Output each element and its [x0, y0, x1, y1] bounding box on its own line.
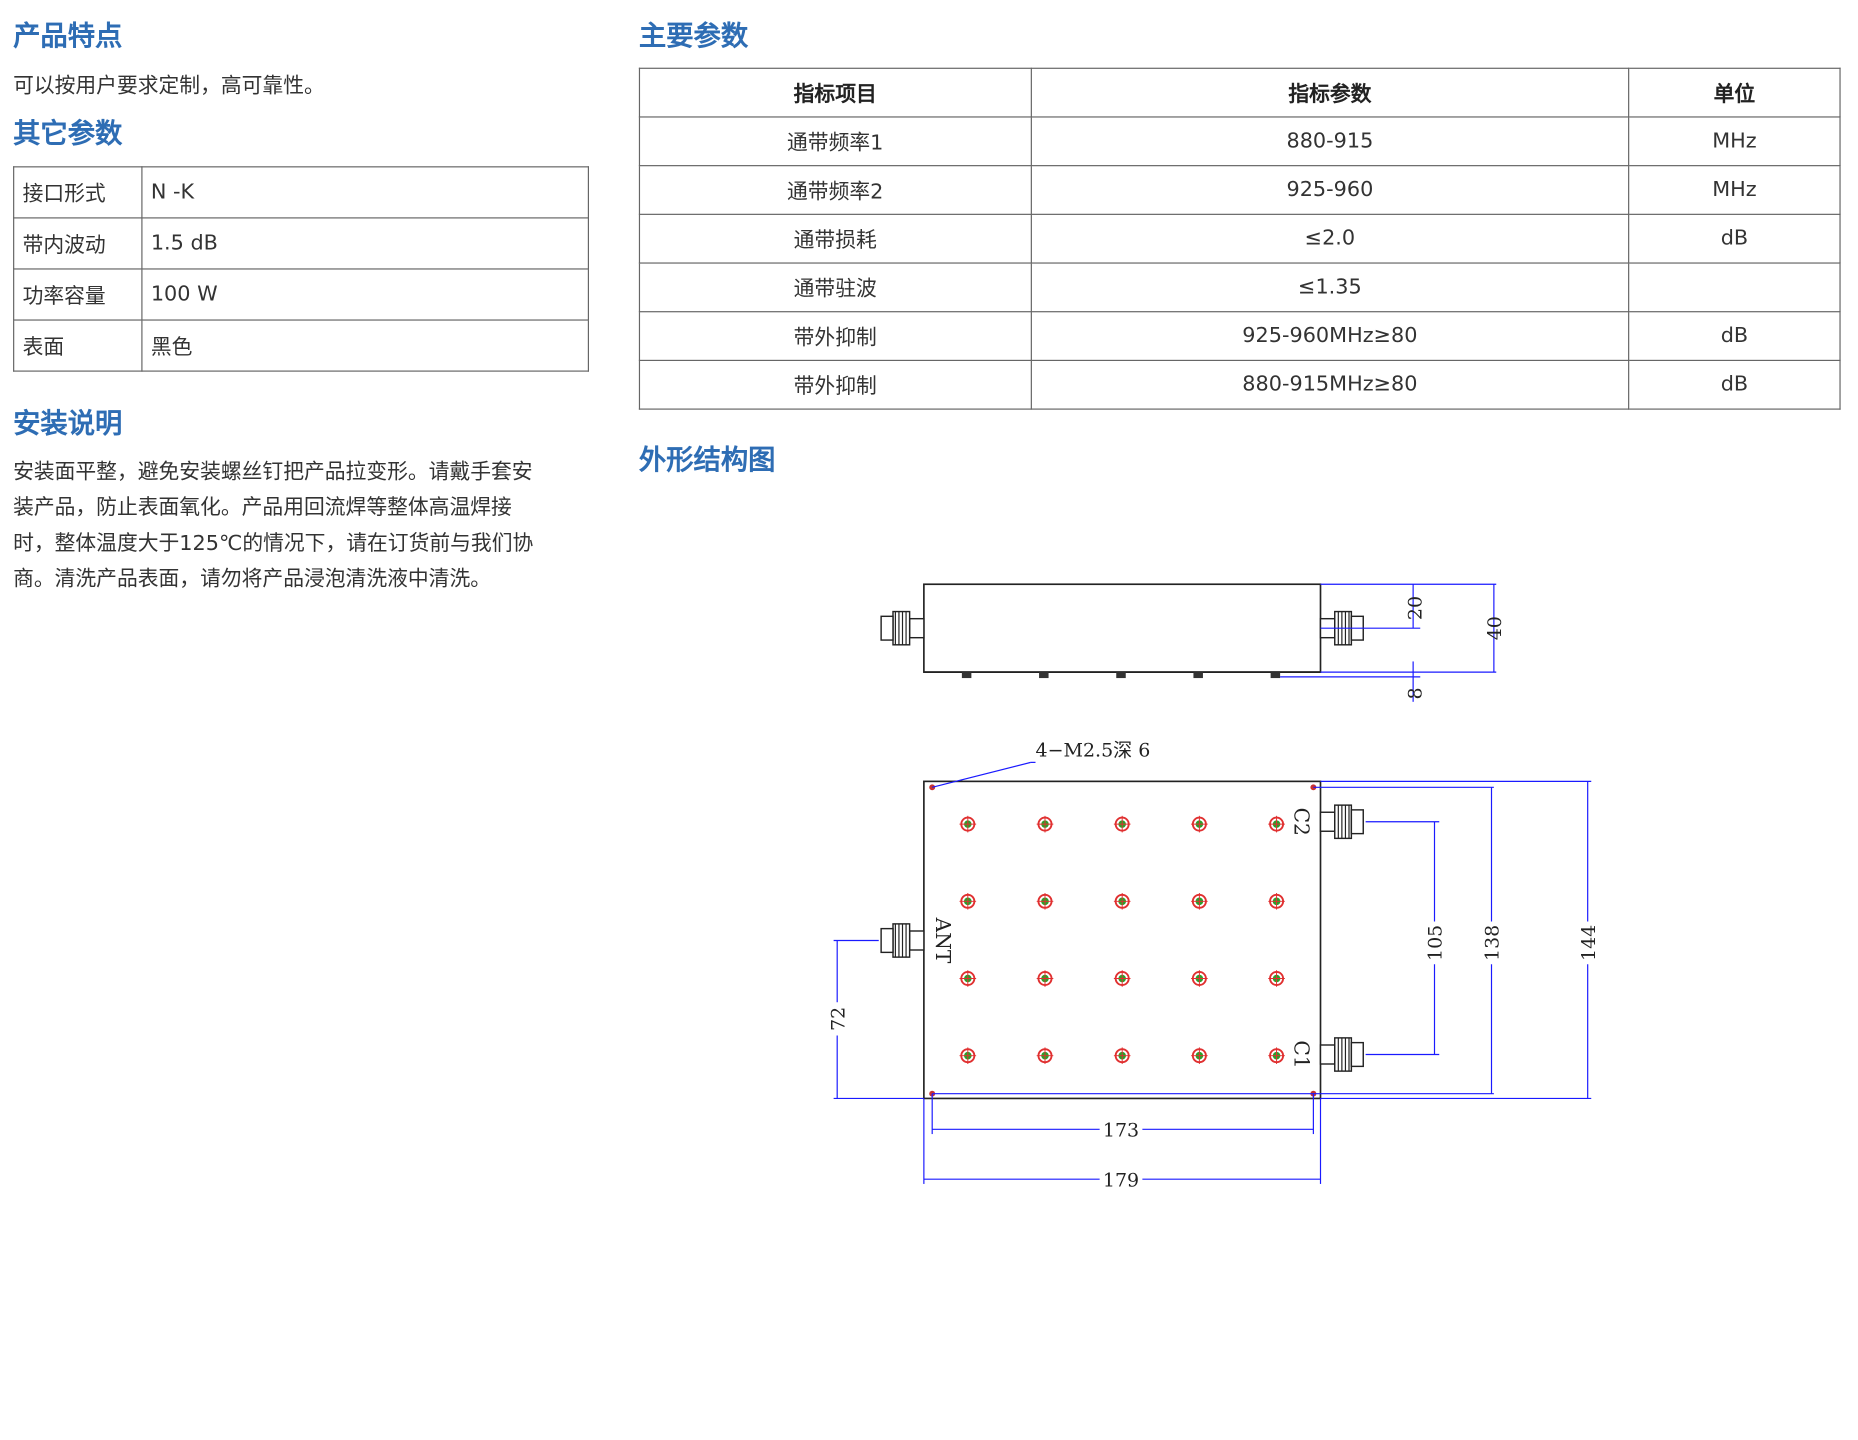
dim-8-label: 8	[1404, 687, 1426, 699]
dim-138-label: 138	[1482, 925, 1504, 961]
install-text: 安装面平整，避免安装螺丝钉把产品拉变形。请戴手套安 装产品，防止表面氧化。产品用…	[13, 455, 533, 598]
features-text: 可以按用户要求定制，高可靠性。	[13, 74, 325, 99]
cell-item: 通带驻波	[638, 262, 1032, 313]
dim-173-label: 173	[1103, 1119, 1139, 1141]
cell-unit: MHz	[1628, 116, 1841, 167]
other-params-table: 接口形式 N -K 带内波动 1.5 dB 功率容量 100 W 表面 黑色	[13, 166, 589, 372]
install-line: 装产品，防止表面氧化。产品用回流焊等整体高温焊接	[13, 496, 512, 521]
table-row: 带外抑制 880-915MHz≥80 dB	[638, 359, 1841, 410]
dim-105-label: 105	[1425, 925, 1447, 961]
side-body	[923, 583, 1322, 673]
cell-unit: dB	[1628, 359, 1841, 410]
cell-param: 925-960	[1030, 165, 1630, 215]
outline-title: 外形结构图	[638, 445, 776, 477]
cell-unit: dB	[1628, 213, 1841, 264]
cell-unit: MHz	[1628, 165, 1841, 215]
top-view: 4−M2.5深 6 ANT C2 C1	[822, 739, 1602, 1193]
c2-connector	[1319, 804, 1364, 840]
side-left-connector	[880, 610, 925, 646]
table-row: 通带频率2 925-960 MHz	[638, 165, 1841, 215]
cell-item: 通带损耗	[638, 213, 1032, 264]
table-row: 带外抑制 925-960MHz≥80 dB	[638, 311, 1841, 361]
table-header-row: 指标项目 指标参数 单位	[638, 67, 1841, 118]
table-row: 带内波动 1.5 dB	[13, 217, 589, 270]
side-dimensions	[1280, 583, 1497, 702]
cell-param: ≤2.0	[1030, 213, 1630, 264]
install-line: 时，整体温度大于125℃的情况下，请在订货前与我们协	[13, 532, 534, 556]
features-title: 产品特点	[13, 21, 123, 53]
table-row: 接口形式 N -K	[13, 166, 589, 219]
cell-param: ≤1.35	[1030, 262, 1630, 313]
param-key: 带内波动	[13, 217, 143, 270]
install-title: 安装说明	[13, 408, 123, 440]
cell-param: 880-915	[1030, 116, 1630, 167]
other-params-title: 其它参数	[13, 118, 123, 150]
cell-item: 通带频率1	[638, 116, 1032, 167]
cell-param: 880-915MHz≥80	[1030, 359, 1630, 410]
install-line: 商。清洗产品表面，请勿将产品浸泡清洗液中清洗。	[13, 567, 492, 592]
hole-note: 4−M2.5深 6	[1036, 739, 1151, 761]
table-row: 通带频率1 880-915 MHz	[638, 116, 1841, 167]
table-row: 通带驻波 ≤1.35	[638, 262, 1841, 313]
c2-label: C2	[1289, 808, 1313, 836]
dim-72-label: 72	[827, 1007, 849, 1031]
dim-144-label: 144	[1578, 925, 1600, 961]
param-value: 100 W	[141, 268, 589, 321]
header-param: 指标参数	[1030, 67, 1630, 118]
table-row: 通带损耗 ≤2.0 dB	[638, 213, 1841, 264]
ant-connector	[880, 923, 925, 958]
cell-item: 带外抑制	[638, 311, 1032, 361]
param-key: 功率容量	[13, 268, 143, 321]
header-item: 指标项目	[638, 67, 1032, 118]
param-key: 接口形式	[13, 166, 143, 219]
param-value: 1.5 dB	[141, 217, 589, 270]
table-row: 表面 黑色	[13, 319, 589, 372]
install-line: 安装面平整，避免安装螺丝钉把产品拉变形。请戴手套安	[13, 460, 533, 485]
main-params-title: 主要参数	[638, 21, 749, 53]
c1-label: C1	[1289, 1040, 1313, 1068]
outline-drawing: 20 40 8 4−M2.5深 6 ANT C2 C1	[822, 583, 1602, 1193]
cell-unit	[1628, 262, 1841, 313]
dim-40-label: 40	[1484, 616, 1506, 640]
c1-connector	[1319, 1037, 1364, 1072]
param-value: 黑色	[141, 319, 589, 372]
header-unit: 单位	[1628, 67, 1841, 118]
dim-179-label: 179	[1103, 1169, 1139, 1191]
table-row: 功率容量 100 W	[13, 268, 589, 321]
cell-item: 通带频率2	[638, 165, 1032, 215]
main-params-table: 指标项目 指标参数 单位 通带频率1 880-915 MHz 通带频率2 925…	[638, 67, 1841, 410]
cell-item: 带外抑制	[638, 359, 1032, 410]
ant-label: ANT	[931, 917, 955, 964]
side-view: 20 40 8	[880, 583, 1506, 702]
cell-param: 925-960MHz≥80	[1030, 311, 1630, 361]
side-feet	[961, 672, 1281, 679]
param-key: 表面	[13, 319, 143, 372]
param-value: N -K	[141, 166, 589, 219]
top-body	[923, 780, 1322, 1100]
cell-unit: dB	[1628, 311, 1841, 361]
dim-20-label: 20	[1404, 596, 1426, 620]
